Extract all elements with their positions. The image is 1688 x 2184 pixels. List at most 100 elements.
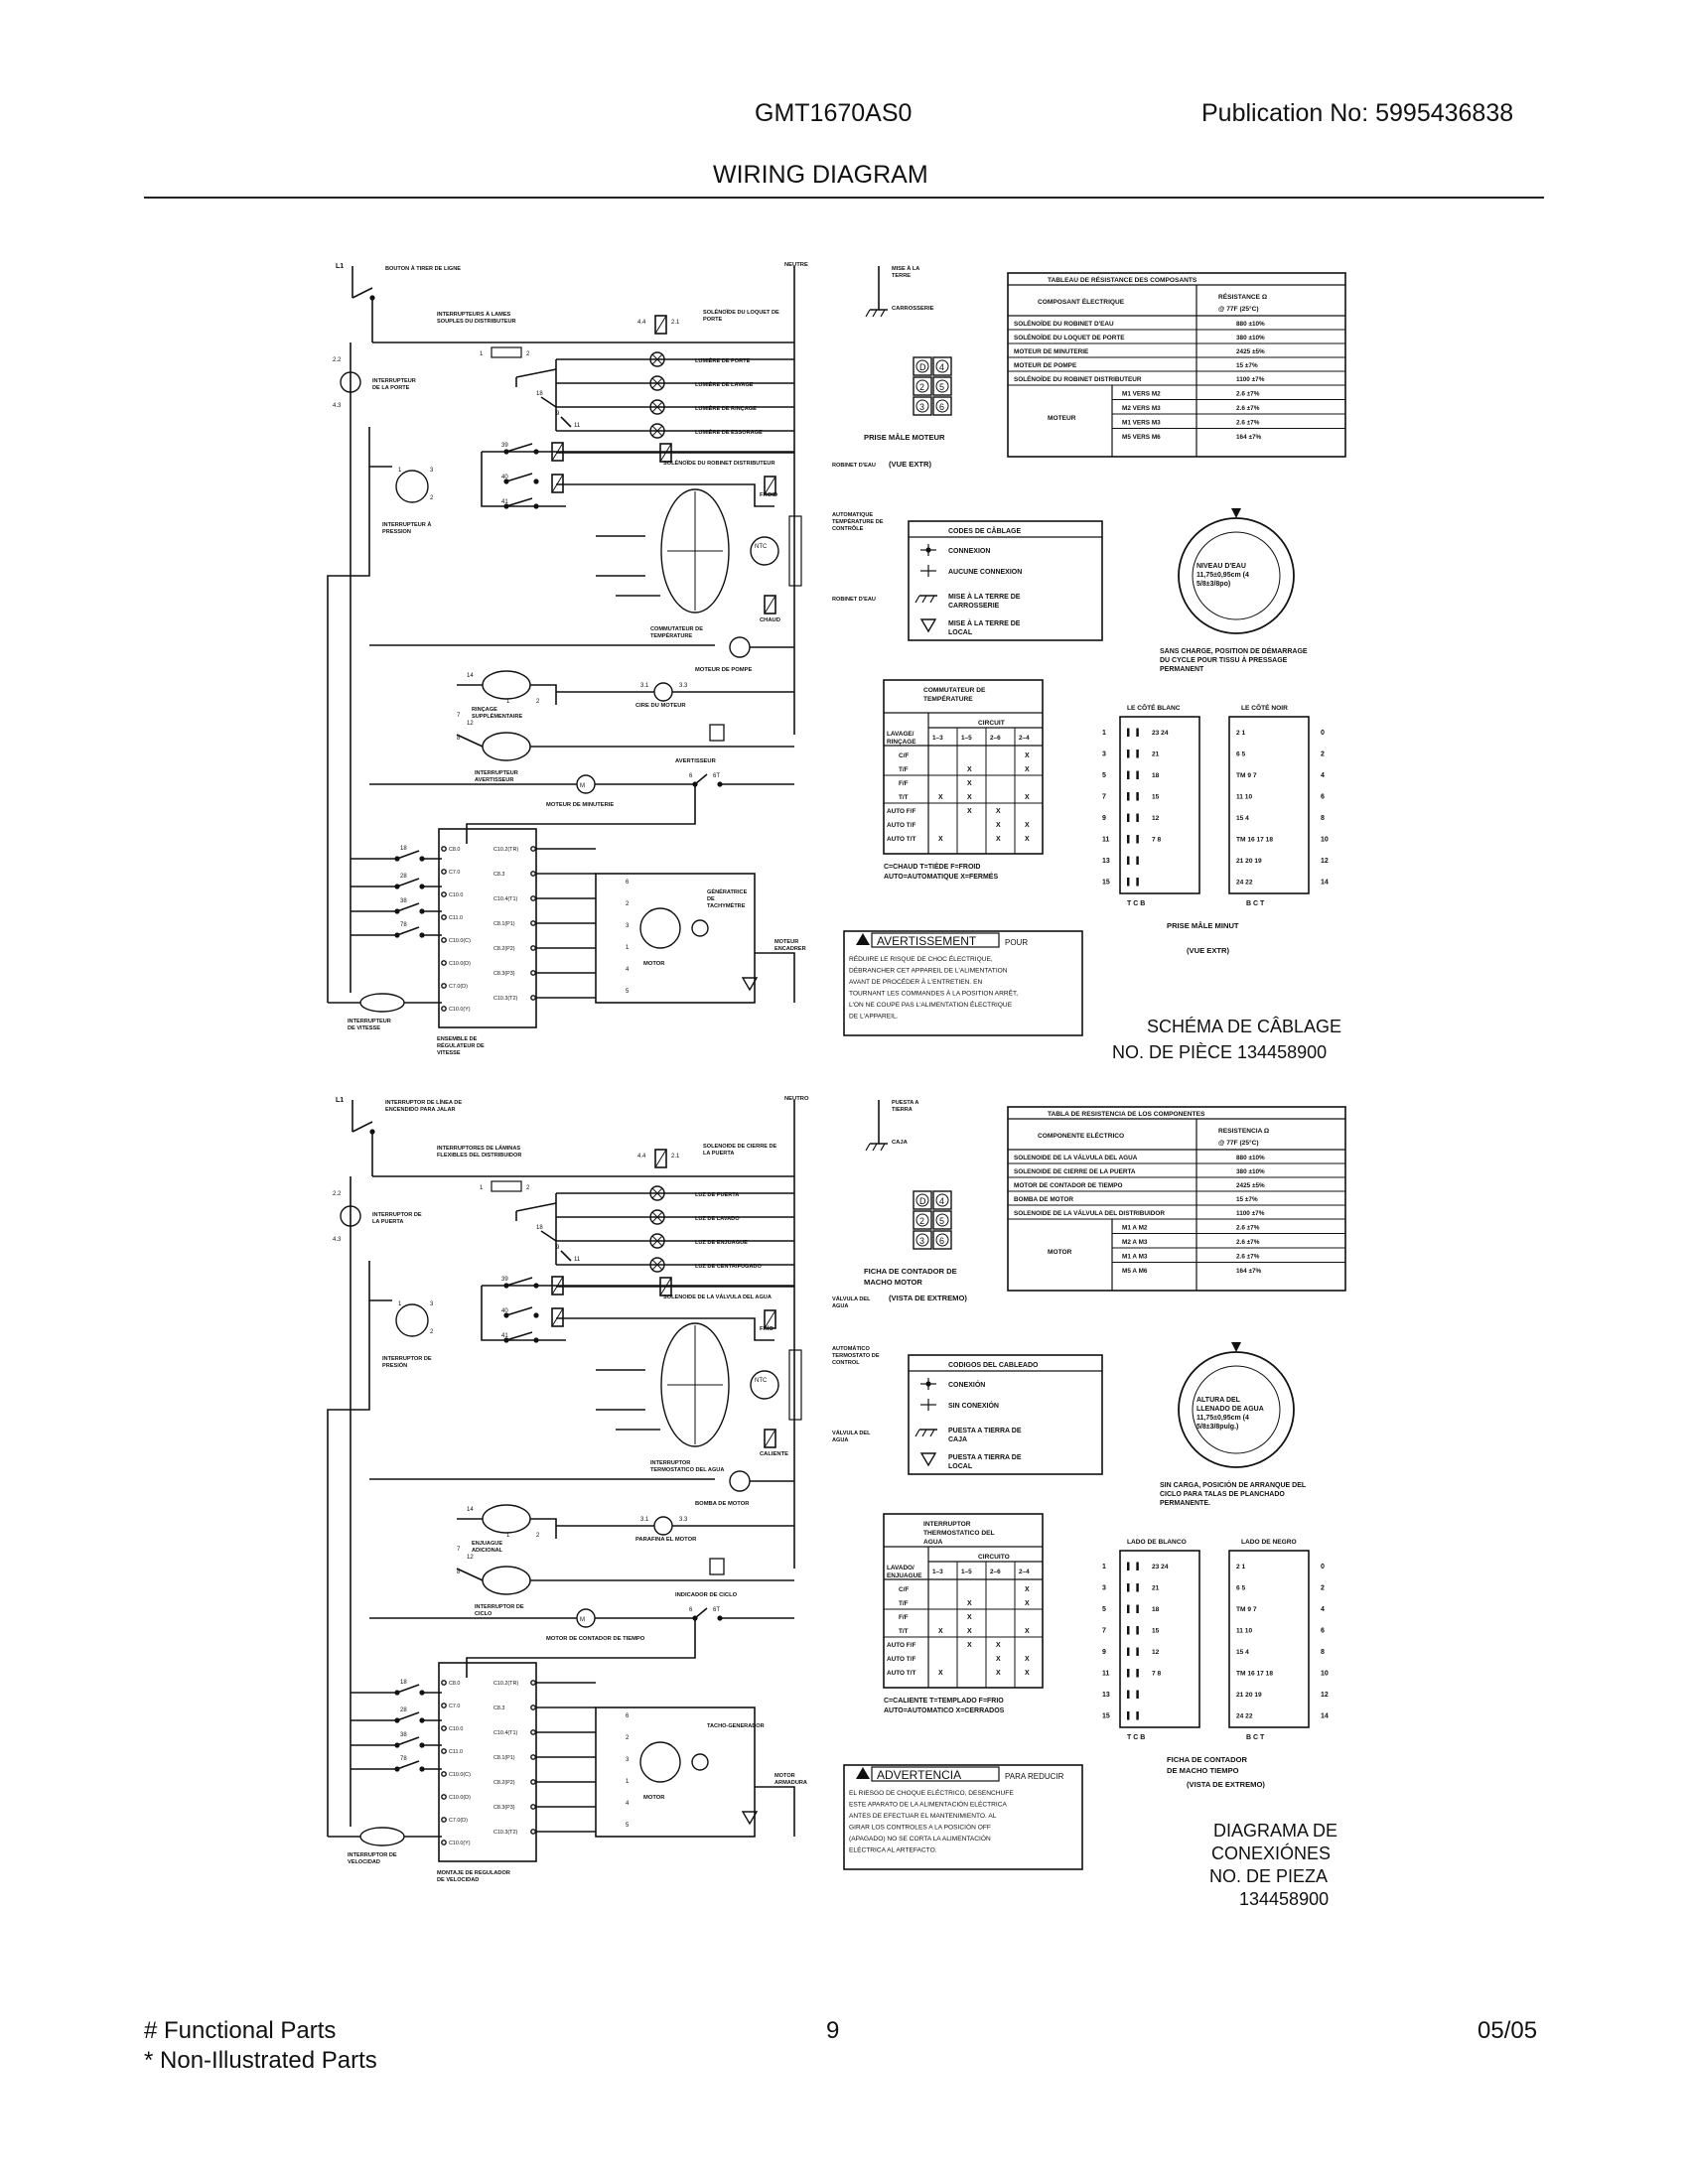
resistance-row-value: 380 ±10% <box>1236 1168 1265 1175</box>
cold-valve-label: FROID <box>760 492 777 498</box>
wire <box>368 427 392 468</box>
timer-plug-pin-label: 21 20 19 <box>1236 858 1262 865</box>
temp-control-box <box>788 515 802 587</box>
cold-valve-text: ROBINET D'EAU <box>832 463 876 469</box>
wire <box>352 1121 373 1133</box>
resistance-row-name: MOTEUR DE POMPE <box>1014 362 1077 369</box>
extra-rinse-switch-icon <box>482 670 531 700</box>
temp-row-label: F/F <box>899 1614 909 1621</box>
temp-row-mark: X <box>1025 766 1030 773</box>
wiring-codes-box <box>908 1354 1103 1475</box>
timer-plug-pin-label: 6 5 <box>1236 751 1245 758</box>
terminal-label: 5 <box>626 1823 630 1829</box>
temp-row-mark: X <box>996 1670 1001 1677</box>
temp-row-mark: X <box>938 794 943 801</box>
lamp-label: LUMIÈRE DE RINÇAGE <box>695 404 757 412</box>
wire <box>540 396 557 408</box>
pressure-switch-icon <box>395 470 429 503</box>
terminal-label: 14 <box>467 673 474 679</box>
warning-line: DE L'APPAREIL. <box>849 1014 899 1021</box>
timer-plug-pin-label: TM 16 17 18 <box>1236 1671 1273 1678</box>
dial-note-label: SANS CHARGE, POSITION DE DÉMARRAGE <box>1160 646 1308 655</box>
terminal-label: 38 <box>400 898 407 904</box>
wire <box>880 309 886 318</box>
timer-plug-pin-label: TM 16 17 18 <box>1236 837 1273 844</box>
timer-plug-pin-label: 15 <box>1152 1628 1160 1635</box>
timer-plug-pin: ▌ ▐ <box>1127 1711 1139 1721</box>
timer-terminal-label: C8.2(P2) <box>493 1780 515 1786</box>
water-level-label: LLENADO DE AGUA <box>1196 1406 1264 1413</box>
timer-plug-pin-label: 15 4 <box>1236 1649 1249 1656</box>
blade-switch-label: INTERRUPTORES DE LÁMINAS <box>437 1145 520 1152</box>
resistance-row-value: 2.6 ±7% <box>1236 391 1260 398</box>
cold-valve-label: FRÍO <box>760 1324 774 1332</box>
resistance-motor-label: MOTEUR <box>1048 415 1076 422</box>
tach-label: TACHO-GENERADOR <box>707 1723 765 1729</box>
timer-terminal-label: C10.0(C) <box>449 1772 471 1778</box>
ground-icon <box>741 1811 759 1826</box>
plug-pin-label: 4 <box>939 1196 944 1206</box>
wire <box>505 473 533 482</box>
terminal-label: 1 <box>626 945 630 951</box>
plug-pin-label: 3 <box>919 402 924 412</box>
motor-label: MOTOR <box>643 961 665 967</box>
page-title: WIRING DIAGRAM <box>713 161 928 189</box>
terminal-label: 18 <box>400 846 407 852</box>
timer-plug-pin-label: 2 1 <box>1236 1564 1245 1570</box>
lamp-icon <box>649 1233 665 1249</box>
hot-valve-label: CALIENTE <box>760 1451 788 1457</box>
terminal-point <box>441 1840 447 1845</box>
terminal-label: 2 <box>430 495 434 501</box>
wire <box>396 1760 420 1770</box>
timer-terminal-label: C7.0(D) <box>449 1818 468 1824</box>
buzzer-icon <box>709 1558 725 1575</box>
terminal-label: 1 <box>506 1533 510 1539</box>
ground-label: MISE À LA <box>892 265 919 272</box>
temp-wash-label: ENJUAGUE <box>887 1572 922 1579</box>
ground-label: TERRE <box>892 273 911 279</box>
temp-row-mark: X <box>967 780 972 787</box>
timer-terminal-label: C7.0(D) <box>449 984 468 990</box>
terminal-point <box>530 920 536 926</box>
resistance-table-title: TABLEAU DE RÉSISTANCE DES COMPOSANTS <box>1048 275 1197 284</box>
temp-row-label: AUTO F/F <box>887 1642 915 1649</box>
resistance-row-value: 2.6 ±7% <box>1236 420 1260 427</box>
terminal-label: 38 <box>400 1732 407 1738</box>
terminal-label: 6T <box>713 1607 720 1613</box>
temp-row-mark: X <box>1025 822 1030 829</box>
warning-pour: PARA REDUCIR <box>1005 1772 1064 1781</box>
resistance-row-name: SOLENOIDE DE LA VÁLVULA DEL DISTRIBUIDOR <box>1014 1208 1165 1217</box>
speed-regulator-box <box>438 1662 537 1862</box>
terminal-point <box>530 895 536 901</box>
timer-terminal-label: C10.0(Y) <box>449 1007 471 1013</box>
resistance-row-value: 2.6 ±7% <box>1236 1254 1260 1261</box>
connection-dot <box>394 908 400 914</box>
wire <box>466 784 696 844</box>
timer-plug-bottom: T C B <box>1127 1734 1145 1741</box>
motor-icon <box>639 907 681 949</box>
resistance-row-value: 380 ±10% <box>1236 335 1265 341</box>
wire <box>327 1300 370 1837</box>
speed-switch-icon <box>359 993 405 1013</box>
temp-row-label: AUTO F/F <box>887 808 915 815</box>
timer-plug-bottom: B C T <box>1246 1734 1265 1741</box>
timer-plug-pin: ▌ ▐ <box>1127 1626 1139 1636</box>
plug-pin <box>913 1190 932 1210</box>
terminal-label: 1 <box>480 1185 484 1191</box>
publication-number: 5995436838 <box>1375 99 1514 127</box>
timer-plug-pin-label: 11 10 <box>1236 1628 1252 1635</box>
water-level-label: 5/8±3/8po) <box>1196 581 1230 588</box>
page-number: 9 <box>826 2017 840 2044</box>
terminal-point <box>441 1006 447 1012</box>
temp-legend: C=CALIENTE T=TEMPLADO F=FRIO <box>884 1698 1004 1705</box>
terminal-label: 4.4 <box>637 1154 646 1160</box>
motor-wax-icon <box>653 682 673 702</box>
lamp-icon <box>649 351 665 367</box>
solenoid-coil <box>659 1277 672 1297</box>
wire <box>505 1277 533 1287</box>
timer-plug-pin-label: 24 22 <box>1236 880 1253 887</box>
pull-switch-label: BOUTON À TIRER DE LIGNE <box>385 265 461 272</box>
timer-plug-white <box>1119 1550 1200 1728</box>
timer-plug-number: 10 <box>1321 1671 1329 1678</box>
plug-pin-icon <box>935 399 949 413</box>
